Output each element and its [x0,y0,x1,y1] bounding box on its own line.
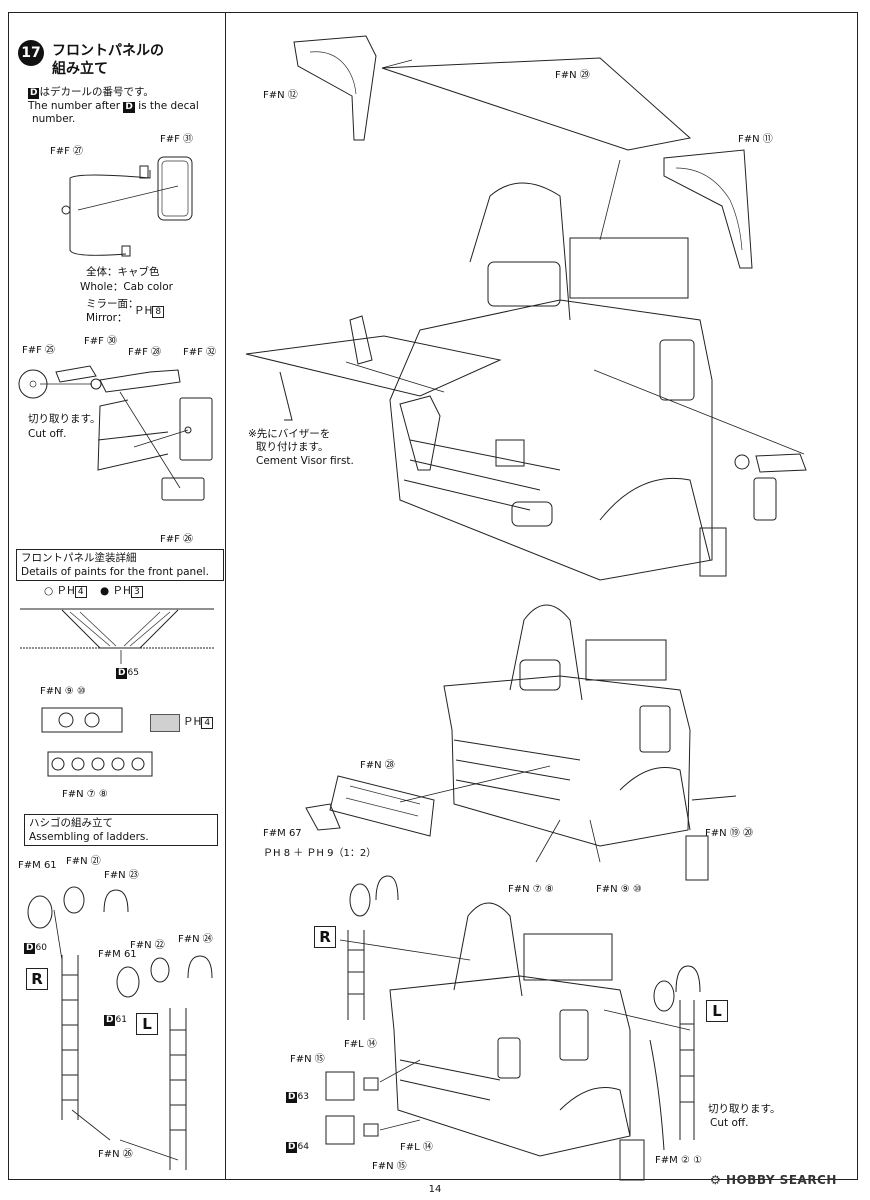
mirror1-mirror-label: F#F ㉛ [160,134,194,145]
step-number-badge: 17 [18,40,44,66]
mirror1-whole-en: Whole：Cab color [80,281,173,293]
lamps-b-label: F#N ⑨ ⑩ [596,884,642,895]
plate-bot-label: F#N ⑮ [372,1161,407,1172]
emblem-label: F#M 67 [263,828,302,839]
mirror2-part-a: F#F ㉕ [22,345,56,356]
decal-badge: D [28,88,40,99]
lens-bot-label: F#L ⑭ [400,1142,433,1153]
assembly-l-label: L [706,1000,728,1022]
visor-note-en: Cement Visor first. [256,455,354,467]
bracket-right-label: F#N ⑪ [738,134,773,145]
watermark: ⚙ HOBBY SEARCH [710,1173,837,1187]
ladder-rail-label: F#N ㉖ [98,1149,133,1160]
plate-top-label: F#N ⑮ [290,1054,325,1065]
lamps-top-label: F#N ⑨ ⑩ [40,686,86,697]
ladders-heading: ハシゴの組み立て Assembling of ladders. [24,814,218,846]
ladder-parts-drawing [27,886,213,1170]
ladder-l-label: L [136,1013,158,1035]
visor-note-jp1: ※先にバイザーを [248,428,331,440]
step-title: フロントパネルの 組み立て [52,43,164,77]
ladder-r-label: R [26,968,48,990]
ladder-l-ring-label: F#N ㉒ [130,940,165,951]
ladder-l-hook-label: F#N ㉔ [178,934,213,945]
column-divider [225,12,226,1180]
mirror2-part-e: F#F ㉖ [160,534,194,545]
mirror1-mirror-jp: ミラー面： [86,298,139,310]
mirror1-whole-jp: 全体：キャブ色 [86,266,160,278]
assembly-r-label: R [314,926,336,948]
lamp-bars [41,707,153,777]
cab-assembly-bottom [325,875,701,1181]
ladder-r-hook-label: F#N ㉓ [104,870,139,881]
emblem-paint-label: ＰH 8 ＋ ＰH 9（1：2） [263,848,377,859]
mirror2-drawing [18,365,213,501]
decal-note-en-2: number. [32,113,76,125]
ladder-l-lamp-label: F#M 61 [98,949,137,960]
grille-label: F#N ㉘ [360,760,395,771]
bottom-cut-jp: 切り取ります。 [708,1103,781,1115]
lens-top-label: F#L ⑭ [344,1039,377,1050]
cab-assembly-middle [305,604,737,881]
mirror2-cut-jp: 切り取ります。 [28,413,101,425]
visor-note-jp2: 取り付けます。 [256,441,329,453]
cab-assembly-top [245,35,807,581]
mirror1-arm-label: F#F ㉗ [50,146,84,157]
hobby-search-logo-icon: ⚙ [710,1173,726,1187]
mirror2-part-d: F#F ㉜ [183,347,217,358]
lamps-a-label: F#N ⑦ ⑧ [508,884,554,895]
lamps-bottom-label: F#N ⑦ ⑧ [62,789,108,800]
paint-detail-heading: フロントパネル塗装詳細 Details of paints for the fr… [16,549,224,581]
paint-swatch [150,714,180,732]
bracket-left-label: F#N ⑫ [263,90,298,101]
ladder-r-lamp-label: F#M 61 [18,860,57,871]
side-lights-label: F#N ⑲ ⑳ [705,828,753,839]
mirror1-mirror-en: Mirror： [86,312,128,324]
front-panel-paint-detail [20,608,214,664]
mirror2-part-b: F#F ㉚ [84,336,118,347]
bottom-cut-en: Cut off. [710,1117,749,1129]
visor-label: F#N ㉙ [555,70,590,81]
mount-part-label: F#M ② ① [655,1155,703,1166]
mirror1-drawing [61,156,193,257]
page-frame [8,12,858,1180]
mirror2-part-c: F#F ㉘ [128,347,162,358]
decal-note-en: The number after D is the decal [28,100,199,113]
ladder-r-ring-label: F#N ㉑ [66,856,101,867]
page-number: 14 [428,1184,442,1195]
mirror2-cut-en: Cut off. [28,428,67,440]
